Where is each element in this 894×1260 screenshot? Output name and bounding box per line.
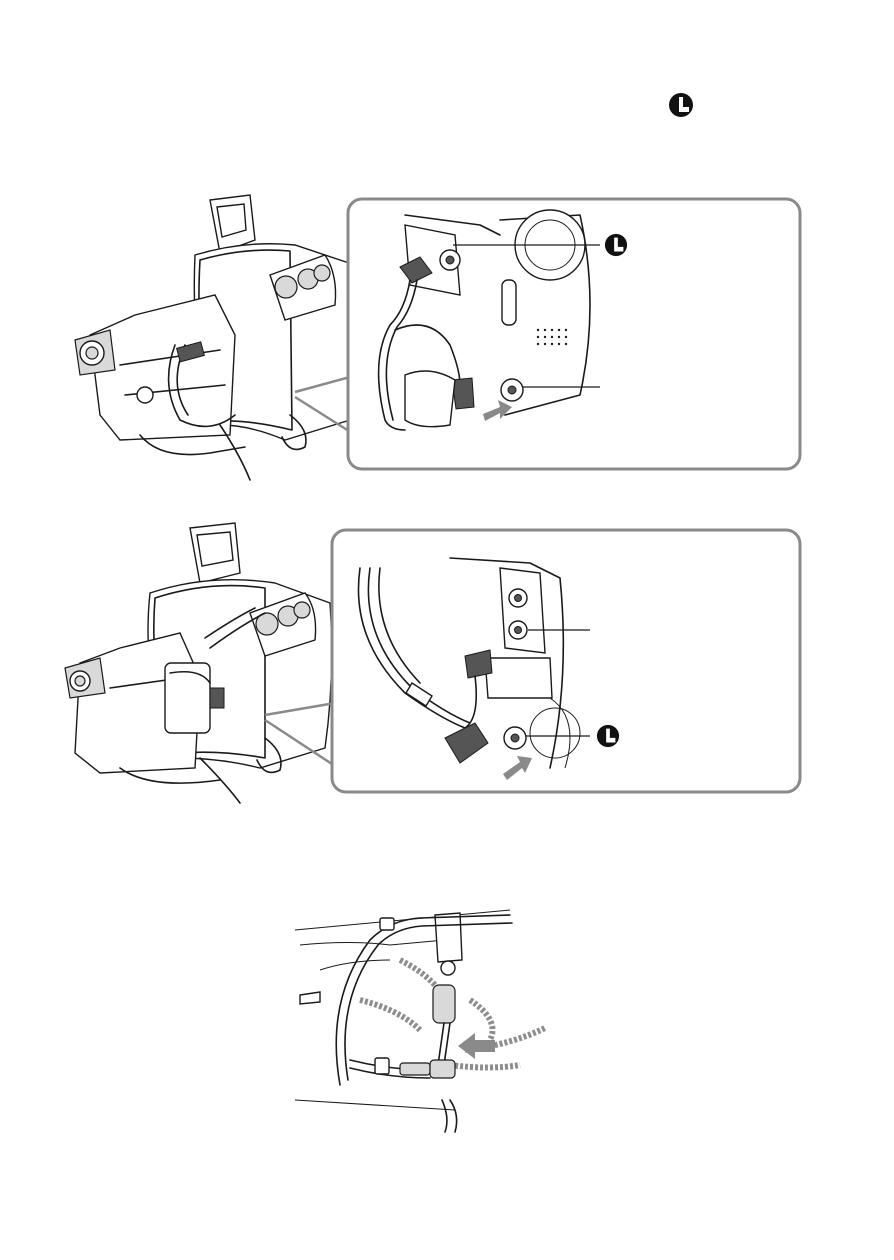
housing-illustration: [65, 523, 332, 803]
housing-illustration: [75, 195, 357, 480]
figure-2: [60, 518, 820, 808]
figure-1: [60, 185, 820, 485]
lanc-jack-icon: [604, 233, 628, 257]
lanc-jack-icon: [668, 92, 694, 118]
lanc-jack-icon: [596, 724, 620, 748]
figure-3: [290, 900, 560, 1140]
